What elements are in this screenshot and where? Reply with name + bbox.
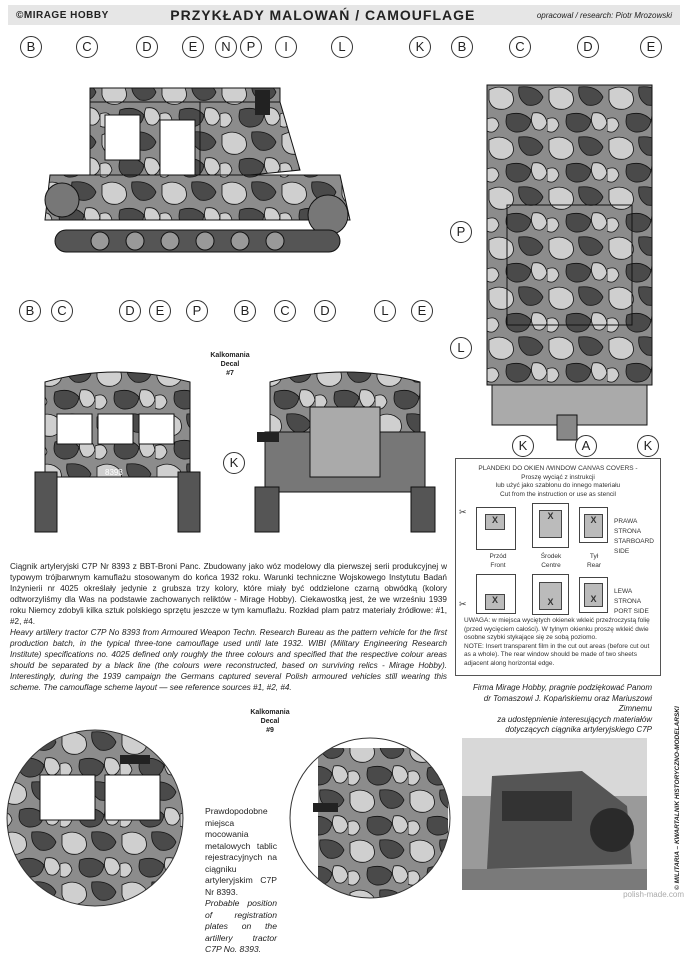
acknowledgement: Firma Mirage Hobby, pragnie podziękować … [462, 683, 652, 736]
top-view-drawing [486, 84, 653, 441]
thanks-line: dotyczących ciągnika artyleryjskiego C7P [505, 725, 652, 734]
callout-l: L [450, 337, 472, 359]
callout-d: D [119, 300, 141, 322]
decal-7-label: Kalkomania Decal #7 [205, 351, 255, 378]
callout-d: D [136, 36, 158, 58]
callout-p: P [240, 36, 262, 58]
photo-credit: © MILITARIA – KWARTALNIK HISTORYCZNO-MOD… [674, 706, 681, 890]
front-cover-port: X [476, 574, 516, 614]
panel-instruction: Proszę wyciąć z instrukcji [521, 473, 595, 481]
cut-mark: X [539, 510, 562, 538]
research-credit: opracowal / research: Piotr Mrozowski [536, 10, 672, 20]
description-pl: Ciągnik artyleryjski C7P Nr 8393 z BBT-B… [10, 562, 447, 626]
plates-note-en: Probable position of registration plates… [205, 898, 277, 954]
rear-cover-starboard: X [579, 507, 608, 543]
plate-detail-rear [289, 737, 451, 899]
front-view-drawing: 8393 [34, 371, 201, 533]
thanks-line: dr Tomaszowi J. Kopańskiemu oraz Mariusz… [483, 693, 652, 714]
cut-mark: X [485, 514, 505, 530]
side-view-drawing [44, 87, 351, 253]
callout-c: C [51, 300, 73, 322]
label-en: Front [490, 562, 506, 569]
callout-c: C [274, 300, 296, 322]
callout-i: I [275, 36, 297, 58]
callout-c: C [509, 36, 531, 58]
note-en: NOTE: Insert transparent film in the cut… [464, 642, 650, 667]
cut-mark: X [485, 594, 505, 610]
page-header: ©MIRAGE HOBBY PRZYKŁADY MALOWAŃ / CAMOUF… [8, 5, 680, 25]
rear-view-drawing [254, 371, 436, 533]
window-covers-panel: PLANDEKI DO OKIEN /WINDOW CANVAS COVERS … [455, 458, 661, 676]
plates-note: Prawdopodobne miejsca mocowania metalowy… [205, 806, 277, 956]
callout-d: D [314, 300, 336, 322]
panel-instruction: Cut from the instruction or use as stenc… [500, 490, 616, 498]
description: Ciągnik artyleryjski C7P Nr 8393 z BBT-B… [10, 561, 447, 693]
callout-k: K [409, 36, 431, 58]
label-pl: PRAWA STRONA [614, 518, 642, 535]
callout-b: B [234, 300, 256, 322]
callout-b: B [19, 300, 41, 322]
callout-b: B [20, 36, 42, 58]
callout-e: E [149, 300, 171, 322]
centre-cover-port: X [532, 574, 569, 615]
callout-e: E [640, 36, 662, 58]
label-pl: Tył [589, 553, 599, 560]
callout-b: B [451, 36, 473, 58]
starboard-label: PRAWA STRONA STARBOARD SIDE [614, 517, 660, 557]
callout-d: D [577, 36, 599, 58]
front-plate: 8393 [105, 468, 123, 477]
label-pl: Środek [540, 553, 562, 560]
callout-a: A [575, 435, 597, 457]
callout-k: K [637, 435, 659, 457]
label-pl: LEWA STRONA [614, 588, 642, 605]
centre-cover-starboard: X [532, 503, 569, 548]
callout-p: P [450, 221, 472, 243]
callout-l: L [331, 36, 353, 58]
panel-instruction: lub użyć jako szablonu do innego materia… [495, 482, 621, 489]
callout-e: E [411, 300, 433, 322]
decal-9-label: Kalkomania Decal #9 [245, 708, 295, 735]
callout-l: L [374, 300, 396, 322]
cut-mark: X [584, 583, 603, 607]
port-label: LEWA STRONA PORT SIDE [614, 587, 660, 617]
publisher: ©MIRAGE HOBBY [16, 9, 109, 21]
callout-n: N [215, 36, 237, 58]
rear-cover-port: X [579, 577, 608, 613]
callout-p: P [186, 300, 208, 322]
cut-mark: X [539, 582, 562, 610]
callout-e: E [182, 36, 204, 58]
historical-photo [462, 738, 647, 890]
decal-label-line: #7 [226, 370, 234, 377]
label-en: Centre [541, 562, 561, 569]
front-cover-starboard: X [476, 507, 516, 550]
callout-c: C [76, 36, 98, 58]
thanks-line: Firma Mirage Hobby, pragnie podziękować … [472, 683, 652, 692]
page-title: PRZYKŁADY MALOWAŃ / CAMOUFLAGE [170, 7, 476, 23]
callout-k: K [223, 452, 245, 474]
label-en: Rear [586, 562, 602, 569]
decal-label-line: Decal [260, 718, 280, 725]
decal-label-line: #9 [266, 727, 274, 734]
watermark: polish-made.com [623, 890, 684, 899]
panel-title: PLANDEKI DO OKIEN /WINDOW CANVAS COVERS … [478, 465, 638, 472]
decal-label-line: Kalkomania [250, 709, 290, 716]
plate-detail-front [6, 729, 184, 907]
note-pl: UWAGA: w miejsca wyciętych okienek wklei… [464, 617, 650, 641]
decal-label-line: Kalkomania [210, 352, 250, 359]
panel-note: UWAGA: w miejsca wyciętych okienek wklei… [464, 617, 654, 668]
callout-k: K [512, 435, 534, 457]
plates-note-pl: Prawdopodobne miejsca mocowania metalowy… [205, 806, 277, 897]
scissors-icon: ✂ [459, 507, 467, 517]
thanks-line: za udostępnienie interesujących materiał… [497, 714, 652, 724]
label-en: STARBOARD SIDE [614, 538, 654, 555]
description-en: Heavy artillery tractor C7P No 8393 from… [10, 628, 447, 692]
label-en: PORT SIDE [614, 608, 649, 615]
scissors-icon: ✂ [459, 599, 467, 609]
cut-mark: X [584, 514, 603, 538]
decal-label-line: Decal [220, 361, 240, 368]
label-pl: Przód [489, 553, 507, 560]
